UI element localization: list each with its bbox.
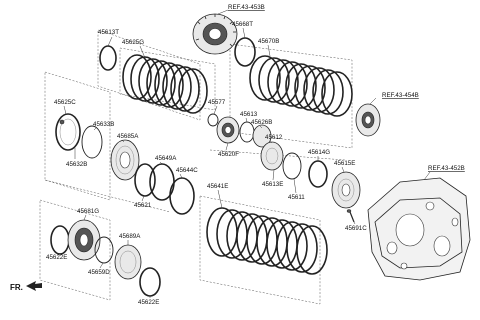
seal-45633B <box>81 125 103 159</box>
ring-45644C <box>169 177 195 215</box>
label-45613: 45613 <box>240 111 258 118</box>
front-label: FR. <box>10 283 23 292</box>
label-45613E: 45613E <box>262 181 283 188</box>
clutch-pack-45625G <box>122 54 208 114</box>
reference-453B: REF.43-453B <box>228 4 265 11</box>
reference-452B: REF.43-452B <box>428 165 465 172</box>
piston-45625C <box>55 113 81 151</box>
front-direction-indicator: FR. <box>10 281 42 292</box>
label-45668T: 45668T <box>232 21 253 28</box>
hub-45685A <box>110 139 140 181</box>
label-45681G: 45681G <box>77 208 99 215</box>
clutch-pack-45641E <box>206 207 328 275</box>
reference-454B: REF.43-454B <box>382 92 419 99</box>
label-45621: 45621 <box>134 202 152 209</box>
label-45632B: 45632B <box>66 161 87 168</box>
label-45626B: 45626B <box>251 119 272 126</box>
label-45691C: 45691C <box>345 225 367 232</box>
ring-45614G <box>308 160 328 188</box>
seal-45659D <box>94 236 114 264</box>
carrier-45620F <box>216 116 240 144</box>
clutch-pack-45670B <box>249 55 353 117</box>
label-45613T: 45613T <box>98 29 119 36</box>
gear-45612 <box>260 141 284 171</box>
label-45659D: 45659D <box>88 269 110 276</box>
ring-45577 <box>207 113 219 127</box>
snap-ring-45622E-bottom <box>139 267 161 297</box>
label-45644C: 45644C <box>176 167 198 174</box>
gear-ref-454B <box>355 103 381 137</box>
label-45622E-bottom: 45622E <box>138 299 159 306</box>
ring-45611 <box>282 152 302 180</box>
label-45649A: 45649A <box>155 155 177 162</box>
hub-45615E <box>331 171 361 209</box>
spring-45689A <box>114 244 142 280</box>
group-outlines <box>39 29 353 305</box>
label-45641E: 45641E <box>207 183 228 190</box>
label-45611: 45611 <box>288 194 305 201</box>
label-45622E-left: 45622E <box>46 254 67 261</box>
reference-labels: REF.43-453B REF.43-454B REF.43-452B <box>228 4 465 172</box>
label-45612: 45612 <box>265 134 283 141</box>
label-45685A: 45685A <box>117 133 139 140</box>
label-45620F: 45620F <box>218 151 239 158</box>
gear-45626B <box>252 124 272 148</box>
label-45614G: 45614G <box>308 149 330 156</box>
part-labels: 45613T 45625G 45668T 45670B 45625C 45633… <box>46 21 367 306</box>
snap-ring-45613T <box>99 45 117 71</box>
label-45625G: 45625G <box>122 39 144 46</box>
front-arrow-icon <box>26 281 42 291</box>
snap-ring-45622E-left <box>50 225 70 255</box>
transmission-housing <box>367 177 471 281</box>
label-45577: 45577 <box>208 99 226 106</box>
label-45670B: 45670B <box>258 38 279 45</box>
planetary-carrier-top <box>192 13 238 55</box>
label-45625C: 45625C <box>54 99 76 106</box>
label-45633B: 45633B <box>93 121 114 128</box>
snap-ring-45668T <box>234 37 256 67</box>
ring-45621 <box>134 163 156 197</box>
label-45615E: 45615E <box>334 160 355 167</box>
label-45689A: 45689A <box>119 233 141 240</box>
leader-lines <box>59 9 431 298</box>
piston-45681G <box>67 219 101 261</box>
